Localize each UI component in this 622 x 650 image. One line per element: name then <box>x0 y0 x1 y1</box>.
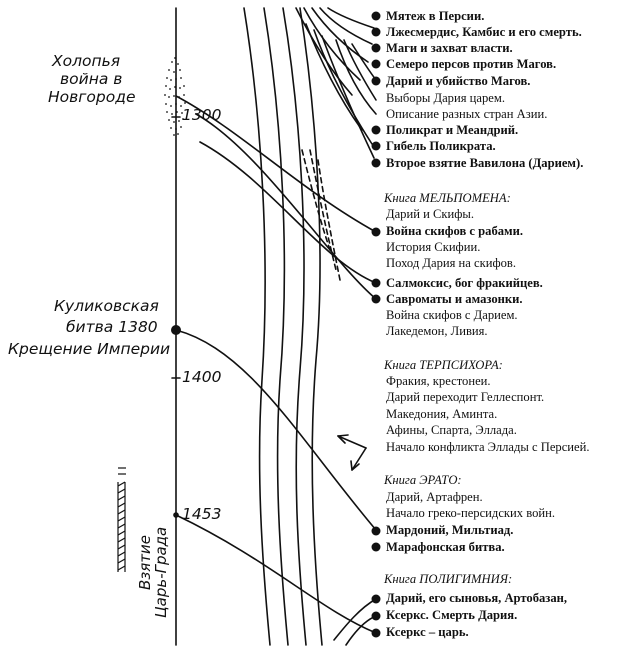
connector <box>199 141 377 284</box>
list-item: Мардоний, Мильтиад. <box>386 523 514 537</box>
stipple-oval <box>164 57 186 136</box>
connector <box>175 329 377 531</box>
year-1400: 1400 <box>182 368 222 386</box>
list-item: Выборы Дария царем. <box>386 91 505 105</box>
list-item: Македония, Аминта. <box>386 407 498 421</box>
strand <box>282 7 307 646</box>
list-item: Ксеркс – царь. <box>386 625 469 639</box>
label-kulikovo-1: Куликовская <box>54 297 159 315</box>
list-item: Дарий и Скифы. <box>386 207 475 221</box>
list-item: Ксеркс. Смерть Дария. <box>386 608 518 622</box>
list-item: Афины, Спарта, Эллада. <box>386 423 517 437</box>
list-item: Дарий переходит Геллеспонт. <box>386 390 545 404</box>
list-item: Второе взятие Вавилона (Дарием). <box>386 156 584 170</box>
label-kulikovo-3: Крещение Империи <box>8 340 171 358</box>
arrow-left <box>337 435 367 449</box>
list-item: Поход Дария на скифов. <box>386 256 517 270</box>
book-heading: Книга ПОЛИГИМНИЯ: <box>384 572 513 586</box>
list-item: Дарий, его сыновья, Артобазан, <box>386 591 568 605</box>
list-item: Лакедемон, Ливия. <box>386 324 488 338</box>
arrow-down <box>351 447 367 471</box>
connector <box>175 95 377 233</box>
list-item: Фракия, крестонеи. <box>386 374 491 388</box>
book-heading: Книга ТЕРПСИХОРА: <box>384 358 503 372</box>
list-item: Дарий, Артафрен. <box>386 490 483 504</box>
axis-dot-1380 <box>171 325 181 335</box>
list-item: Лжесмердис, Камбис и его смерть. <box>386 25 582 39</box>
label-kholopya-1: Холопья <box>52 52 121 70</box>
label-kulikovo-2: битва 1380 <box>66 318 158 336</box>
list-item: Война скифов с рабами. <box>386 224 524 238</box>
list-item: Мятеж в Персии. <box>386 9 485 23</box>
label-vzyatie-2: Царь-Града <box>152 526 170 618</box>
list-item: Семеро персов против Магов. <box>386 57 557 71</box>
list-item: Маги и захват власти. <box>386 41 513 55</box>
list-item: Салмоксис, бог фракийцев. <box>386 276 543 290</box>
strand <box>263 7 289 646</box>
year-1300: 1300 <box>182 106 222 124</box>
list-item: Начало греко-персидских войн. <box>386 506 556 520</box>
list-dots <box>371 11 381 638</box>
year-1453: 1453 <box>182 505 222 523</box>
strand <box>299 7 323 646</box>
list-item: Поликрат и Меандрий. <box>386 123 519 137</box>
axis-dot-1453 <box>173 512 179 518</box>
list-item: Гибель Поликрата. <box>386 139 496 153</box>
label-kholopya-2: война в <box>60 70 123 88</box>
label-kholopya-3: Новгороде <box>48 88 136 106</box>
list-item: Начало конфликта Эллады с Персией. <box>386 440 590 454</box>
list-item: История Скифии. <box>386 240 481 254</box>
list-item: Савроматы и амазонки. <box>386 292 523 306</box>
connector <box>175 514 377 634</box>
hatched-bar <box>117 467 126 572</box>
book-heading: Книга ЭРАТО: <box>384 473 462 487</box>
list-item: Война скифов с Дарием. <box>386 308 518 322</box>
list-item: Марафонская битва. <box>386 540 505 554</box>
list-item: Дарий и убийство Магов. <box>386 74 531 88</box>
book-heading: Книга МЕЛЬПОМЕНА: <box>384 191 511 205</box>
strand <box>243 7 271 646</box>
connector <box>195 113 377 300</box>
list-item: Описание разных стран Азии. <box>386 107 548 121</box>
